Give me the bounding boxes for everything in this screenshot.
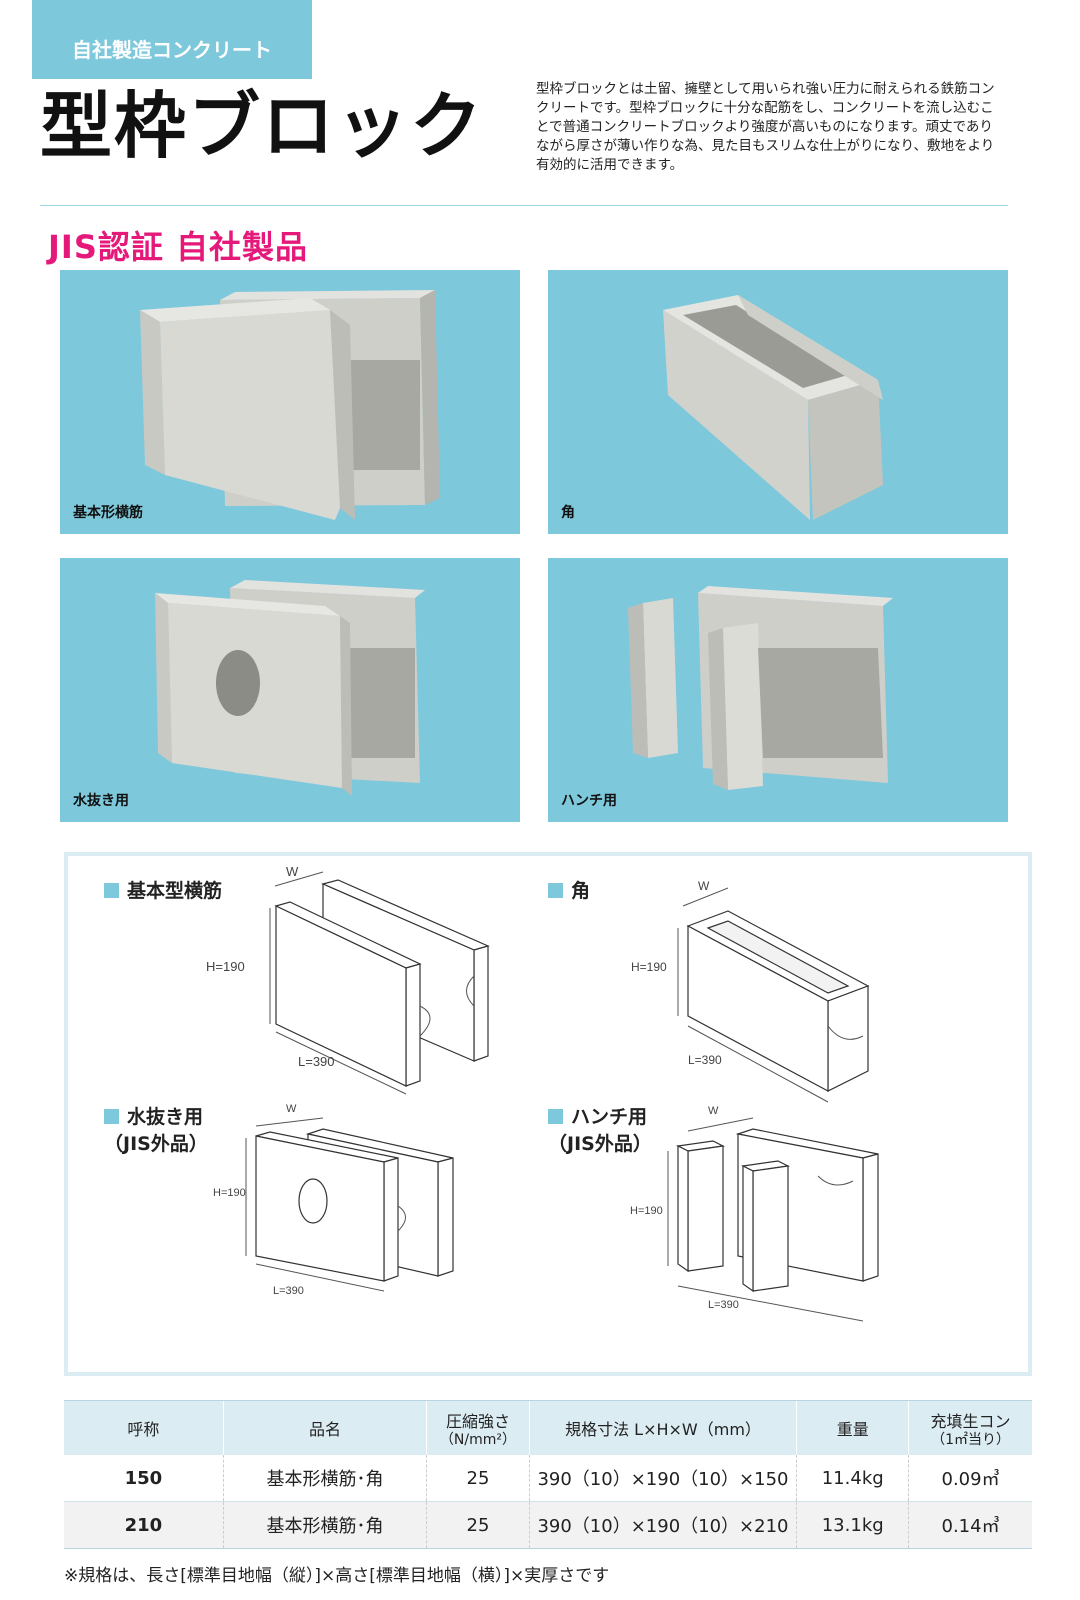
dim-l: L=390 <box>273 1285 304 1297</box>
cell-strength: 25 <box>426 1455 530 1502</box>
cell-weight: 13.1kg <box>796 1501 909 1549</box>
page-title: 型枠ブロック <box>40 84 485 168</box>
col-nominal: 呼称 <box>64 1400 224 1455</box>
drain-block-image <box>155 580 425 796</box>
photo-label: 基本形横筋 <box>73 505 143 521</box>
cell-weight: 11.4kg <box>796 1455 909 1502</box>
dim-h: H=190 <box>206 959 245 974</box>
drain-block-diagram: W H=190 L=390 <box>213 1103 454 1297</box>
spec-table: 呼称 品名 圧縮強さ（N/mm²） 規格寸法 L×H×W（mm） 重量 充填生コ… <box>64 1400 1032 1549</box>
photo-corner-block: 角 <box>548 270 1008 534</box>
photo-label: ハンチ用 <box>561 793 617 809</box>
cell-product: 基本形横筋･角 <box>222 1501 427 1549</box>
diagram-subtitle-drain: （JIS外品） <box>104 1133 208 1155</box>
haunch-block-diagram: W H=190 L=390 <box>630 1105 879 1322</box>
dim-w: W <box>708 1105 719 1117</box>
cell-fill: 0.09㎥ <box>908 1455 1032 1502</box>
haunch-block-image <box>628 586 893 790</box>
diagram-title-haunch: ハンチ用（JIS外品） <box>548 1106 652 1155</box>
header-divider <box>40 205 1008 206</box>
cell-nominal: 150 <box>64 1455 224 1502</box>
dim-w: W <box>698 879 710 893</box>
table-row: 210 基本形横筋･角 25 390（10）×190（10）×210 13.1k… <box>64 1501 1032 1549</box>
photo-drain-block: 水抜き用 <box>60 558 520 822</box>
spec-note: ※規格は、長さ[標準目地幅（縦）]×高さ[標準目地幅（横）]×実厚さです <box>64 1566 610 1586</box>
square-bullet-icon <box>104 883 119 898</box>
photo-label: 角 <box>561 505 575 521</box>
cell-product: 基本形横筋･角 <box>222 1455 427 1502</box>
dim-w: W <box>286 864 299 879</box>
col-size: 規格寸法 L×H×W（mm） <box>528 1400 797 1455</box>
dim-h: H=190 <box>630 1205 663 1217</box>
dim-l: L=390 <box>688 1053 722 1067</box>
product-description: 型枠ブロックとは土留、擁壁として用いられ強い圧力に耐えられる鉄筋コンクリートです… <box>536 81 995 173</box>
cell-fill: 0.14㎥ <box>908 1501 1032 1549</box>
corner-block-diagram: W H=190 L=390 <box>631 879 870 1103</box>
basic-block-image <box>140 290 440 520</box>
photo-haunch-block: ハンチ用 <box>548 558 1008 822</box>
dim-l: L=390 <box>708 1299 739 1311</box>
diagram-title-drain: 水抜き用（JIS外品） <box>104 1106 208 1155</box>
square-bullet-icon <box>548 883 563 898</box>
diagram-title-basic: 基本型横筋 <box>104 878 222 905</box>
col-fill: 充填生コン（1㎡当り） <box>908 1400 1032 1455</box>
dim-h: H=190 <box>213 1187 246 1199</box>
diagram-subtitle-haunch: （JIS外品） <box>548 1133 652 1155</box>
dim-h: H=190 <box>631 960 667 974</box>
corner-block-image <box>663 295 883 520</box>
basic-block-diagram: W H=190 L=390 <box>206 864 490 1095</box>
table-header-row: 呼称 品名 圧縮強さ（N/mm²） 規格寸法 L×H×W（mm） 重量 充填生コ… <box>64 1400 1032 1455</box>
jis-heading: JIS認証 自社製品 <box>48 228 309 266</box>
col-weight: 重量 <box>796 1400 909 1455</box>
diagram-panel: 基本型横筋 W H=190 L=390 角 <box>64 852 1032 1376</box>
dim-w: W <box>286 1103 297 1115</box>
dim-l: L=390 <box>298 1054 335 1069</box>
square-bullet-icon <box>548 1109 563 1124</box>
cell-size: 390（10）×190（10）×150 <box>528 1455 797 1502</box>
diagram-title-corner: 角 <box>548 878 590 905</box>
cell-size: 390（10）×190（10）×210 <box>528 1501 797 1549</box>
col-product: 品名 <box>222 1400 427 1455</box>
photo-label: 水抜き用 <box>73 793 129 809</box>
table-row: 150 基本形横筋･角 25 390（10）×190（10）×150 11.4k… <box>64 1455 1032 1502</box>
photo-basic-block: 基本形横筋 <box>60 270 520 534</box>
square-bullet-icon <box>104 1109 119 1124</box>
cell-nominal: 210 <box>64 1501 224 1549</box>
cell-strength: 25 <box>426 1501 530 1549</box>
col-strength: 圧縮強さ（N/mm²） <box>426 1400 530 1455</box>
category-tag: 自社製造コンクリート <box>32 0 312 79</box>
